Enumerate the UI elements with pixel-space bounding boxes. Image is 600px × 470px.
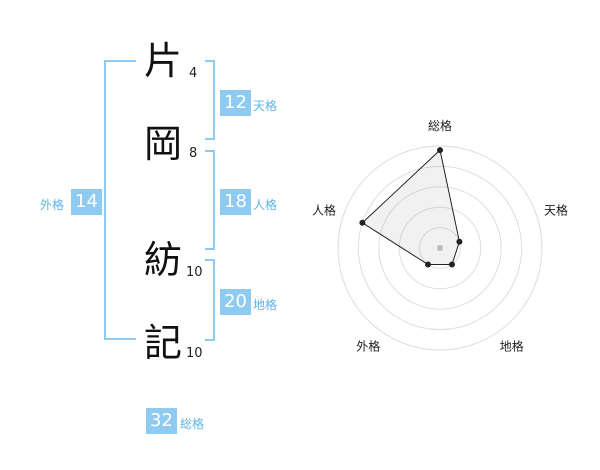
radar-point-3 <box>425 261 432 268</box>
radar-point-1 <box>456 238 463 245</box>
radar-axis-label-0: 総格 <box>428 118 452 133</box>
radar-ring <box>378 186 502 310</box>
radar-ring <box>398 206 482 290</box>
soukaku-value-badge: 32 <box>146 408 177 434</box>
name-char-2: 岡 <box>143 122 182 166</box>
name-char-3: 紡 <box>143 238 182 282</box>
chikaku-bracket <box>205 259 215 341</box>
gaikaku-label: 外格 <box>40 198 65 212</box>
jinkaku-bracket <box>205 150 215 250</box>
tenkaku-value-badge: 12 <box>220 90 251 116</box>
tenkaku-bracket <box>205 60 215 140</box>
radar-axis-label-2: 地格 <box>500 339 524 354</box>
radar-data-polygon <box>361 149 460 265</box>
gaikaku-value-badge: 14 <box>71 189 102 215</box>
name-char-1: 片 <box>143 39 182 83</box>
jinkaku-value-badge: 18 <box>220 189 251 215</box>
chikaku-label: 地格 <box>253 298 278 312</box>
chikaku-value-badge: 20 <box>220 289 251 315</box>
radar-axis-label-3: 外格 <box>356 339 380 354</box>
radar-rings <box>337 145 543 351</box>
stroke-count-2: 8 <box>189 146 198 161</box>
stroke-count-4: 10 <box>186 346 203 361</box>
radar-ring <box>419 227 461 269</box>
radar-ring <box>337 145 543 351</box>
radar-point-2 <box>448 261 455 268</box>
radar-axis-label-4: 人格 <box>312 202 336 217</box>
radar-ring <box>357 165 523 331</box>
radar-axis-label-1: 天格 <box>544 202 568 217</box>
soukaku-label: 総格 <box>180 417 205 431</box>
radar-points <box>359 147 463 268</box>
gaikaku-bracket <box>104 60 136 340</box>
jinkaku-label: 人格 <box>253 198 278 212</box>
radar-center-dot <box>437 245 443 251</box>
tenkaku-label: 天格 <box>253 99 278 113</box>
radar-point-0 <box>437 147 443 154</box>
radar-point-4 <box>359 219 366 226</box>
name-char-4: 記 <box>143 321 182 365</box>
stroke-count-3: 10 <box>186 265 203 280</box>
stroke-count-1: 4 <box>189 66 198 81</box>
